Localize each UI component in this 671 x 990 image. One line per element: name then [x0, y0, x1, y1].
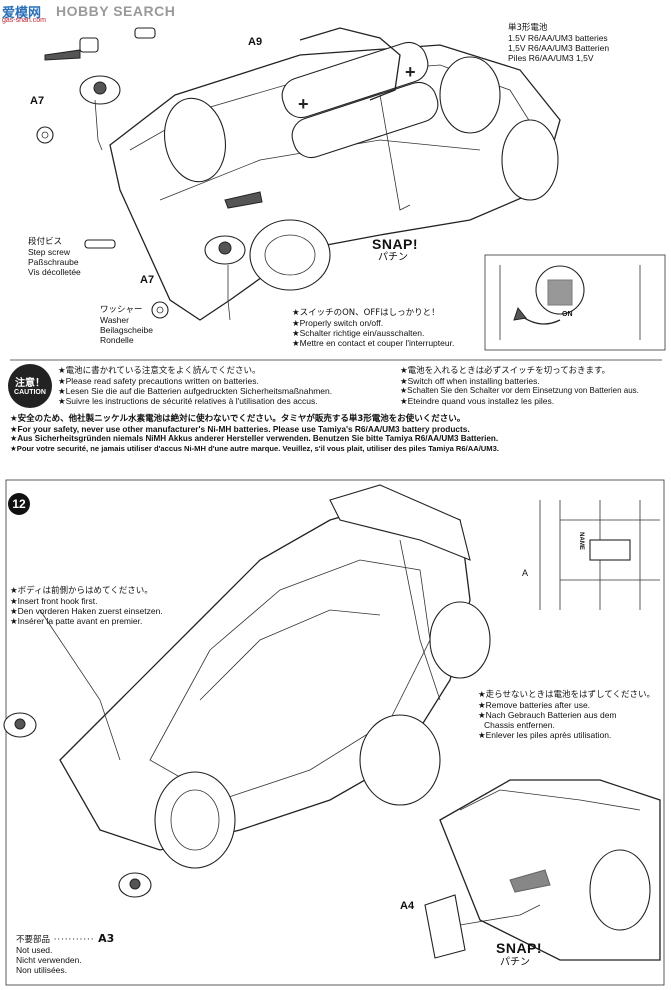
remove-batt-en: ★Remove batteries after use. [478, 700, 591, 710]
switch-inset-illustration [499, 265, 641, 340]
front-hook-ja: ★ボディは前側からはめてください。 [10, 586, 153, 596]
washer-en: Washer [100, 315, 129, 325]
snap-ja-bottom: パチン [500, 957, 530, 968]
caution-left: ★電池に書かれている注意文をよく読んでください。 ★Please read sa… [58, 366, 332, 406]
not-used-de: Nicht verwenden. [16, 955, 82, 965]
switch-note: ★スイッチのON、OFFはしっかりと！ ★Properly switch on/… [292, 308, 454, 348]
remove-batt-de: ★Nach Gebrauch Batterien aus dem [478, 710, 617, 720]
caution-left-de: ★Lesen Sie die auf die Batterien aufgedr… [58, 386, 333, 396]
caution-right-de: ★Schalten Sie den Schalter vor dem Einse… [400, 386, 639, 395]
battery-label: 単3形電池 1.5V R6/AA/UM3 batteries 1,5V R6/A… [508, 23, 609, 63]
snap-ja-top: パチン [378, 252, 408, 263]
battery-label-en: 1.5V R6/AA/UM3 batteries [508, 33, 608, 43]
caution-badge: 注意！ CAUTION [8, 364, 52, 408]
front-hook-en: ★Insert front hook first. [10, 596, 98, 606]
caution-bold: ★安全のため、他社製ニッケル水素電池は絶対に使わないでください。タミヤが販売する… [10, 414, 499, 454]
remove-batt-ja: ★走らせないときは電池をはずしてください。 [478, 690, 655, 700]
step-screw-fr: Vis décolletée [28, 267, 81, 277]
step-screw-de: Paßschraube [28, 257, 79, 267]
switch-note-de: ★Schalter richtige ein/ausschalten. [292, 328, 425, 338]
step-number-badge: 12 [8, 493, 30, 515]
not-used-note: 不要部品 ··········· A3 Not used. Nicht verw… [16, 932, 115, 975]
part-label-a7-bottom: A7 [140, 274, 155, 286]
battery-cover-removal-illustration [424, 779, 661, 961]
battery-label-fr: Piles R6/AA/UM3 1,5V [508, 53, 594, 63]
chassis-with-batteries-illustration: + + [36, 27, 561, 321]
washer-ja: ワッシャー [100, 305, 143, 315]
snap-label-top: SNAP! [372, 236, 419, 252]
front-hook-fr: ★Insérer la patte avant en premier. [10, 616, 143, 626]
switch-inset-frame [484, 254, 666, 351]
snap-label-bottom: SNAP! [496, 940, 543, 956]
remove-batt-de-2: Chassis entfernen. [484, 720, 555, 730]
caution-bold-ja: ★安全のため、他社製ニッケル水素電池は絶対に使わないでください。タミヤが販売する… [10, 414, 466, 424]
caution-right-ja: ★電池を入れるときは必ずスイッチを切っておきます。 [400, 366, 611, 376]
washer-fr: Rondelle [100, 335, 134, 345]
not-used-ja: 不要部品 ··········· A3 [16, 932, 115, 945]
caution-right-en: ★Switch off when installing batteries. [400, 376, 540, 386]
switch-note-en: ★Properly switch on/off. [292, 318, 384, 328]
svg-text:+: + [405, 62, 416, 82]
svg-text:+: + [298, 94, 309, 114]
switch-note-ja: ★スイッチのON、OFFはしっかりと！ [292, 308, 440, 318]
watermark: 爱模网 HOBBY SEARCH gas-shan.com [0, 0, 190, 26]
remove-batt-fr: ★Enlever les piles après utilisation. [478, 730, 612, 740]
step-screw-ja: 段付ビス [28, 237, 63, 247]
not-used-en: Not used. [16, 945, 53, 955]
not-used-part: A3 [98, 932, 115, 945]
battery-label-ja: 単3形電池 [508, 23, 548, 33]
caution-left-ja: ★電池に書かれている注意文をよく読んでください。 [58, 366, 261, 376]
name-plate-inset-illustration [539, 500, 660, 610]
part-label-a7-top: A7 [30, 95, 45, 107]
inset-label-a: A [522, 568, 529, 578]
caution-bold-de: ★Aus Sicherheitsgründen niemals NiMH Akk… [10, 434, 499, 443]
part-label-a9: A9 [248, 36, 263, 48]
washer-label: ワッシャー Washer Beilagscheibe Rondelle [100, 305, 153, 345]
inset-name-plate: NAME [577, 532, 584, 550]
caution-left-fr: ★Suivre les instructions de sécurité rel… [58, 396, 318, 406]
battery-label-de: 1,5V R6/AA/UM3 Batterien [508, 43, 610, 53]
caution-badge-en: CAUTION [14, 389, 46, 396]
step-screw-label: 段付ビス Step screw Paßschraube Vis décollet… [28, 237, 81, 277]
caution-badge-ja: 注意！ [15, 378, 45, 389]
watermark-prefix: 爱模网 [2, 6, 42, 21]
caution-bold-fr: ★Pour votre securité, ne jamais utiliser… [10, 444, 499, 453]
caution-left-en: ★Please read safety precautions written … [58, 376, 259, 386]
watermark-brand: HOBBY SEARCH [56, 3, 176, 19]
step12-frame [5, 479, 665, 986]
not-used-fr: Non utilisées. [16, 965, 68, 975]
washer-de: Beilagscheibe [100, 325, 153, 335]
front-hook-note: ★ボディは前側からはめてください。 ★Insert front hook fir… [10, 586, 163, 626]
watermark-site: gas-shan.com [2, 17, 46, 24]
caution-bold-en: ★For your safety, never use other manufa… [10, 424, 470, 434]
caution-right: ★電池を入れるときは必ずスイッチを切っておきます。 ★Switch off wh… [400, 366, 639, 406]
switch-note-fr: ★Mettre en contact et couper l'interrupt… [292, 338, 455, 348]
car-body-illustration [3, 484, 491, 898]
part-label-a4: A4 [400, 900, 415, 912]
switch-on-label: ON [562, 311, 573, 318]
front-hook-de: ★Den vorderen Haken zuerst einsetzen. [10, 606, 163, 616]
caution-right-fr: ★Eteindre quand vous installez les piles… [400, 396, 555, 406]
remove-batteries-note: ★走らせないときは電池をはずしてください。 ★Remove batteries … [478, 690, 655, 740]
step-screw-en: Step screw [28, 247, 71, 257]
